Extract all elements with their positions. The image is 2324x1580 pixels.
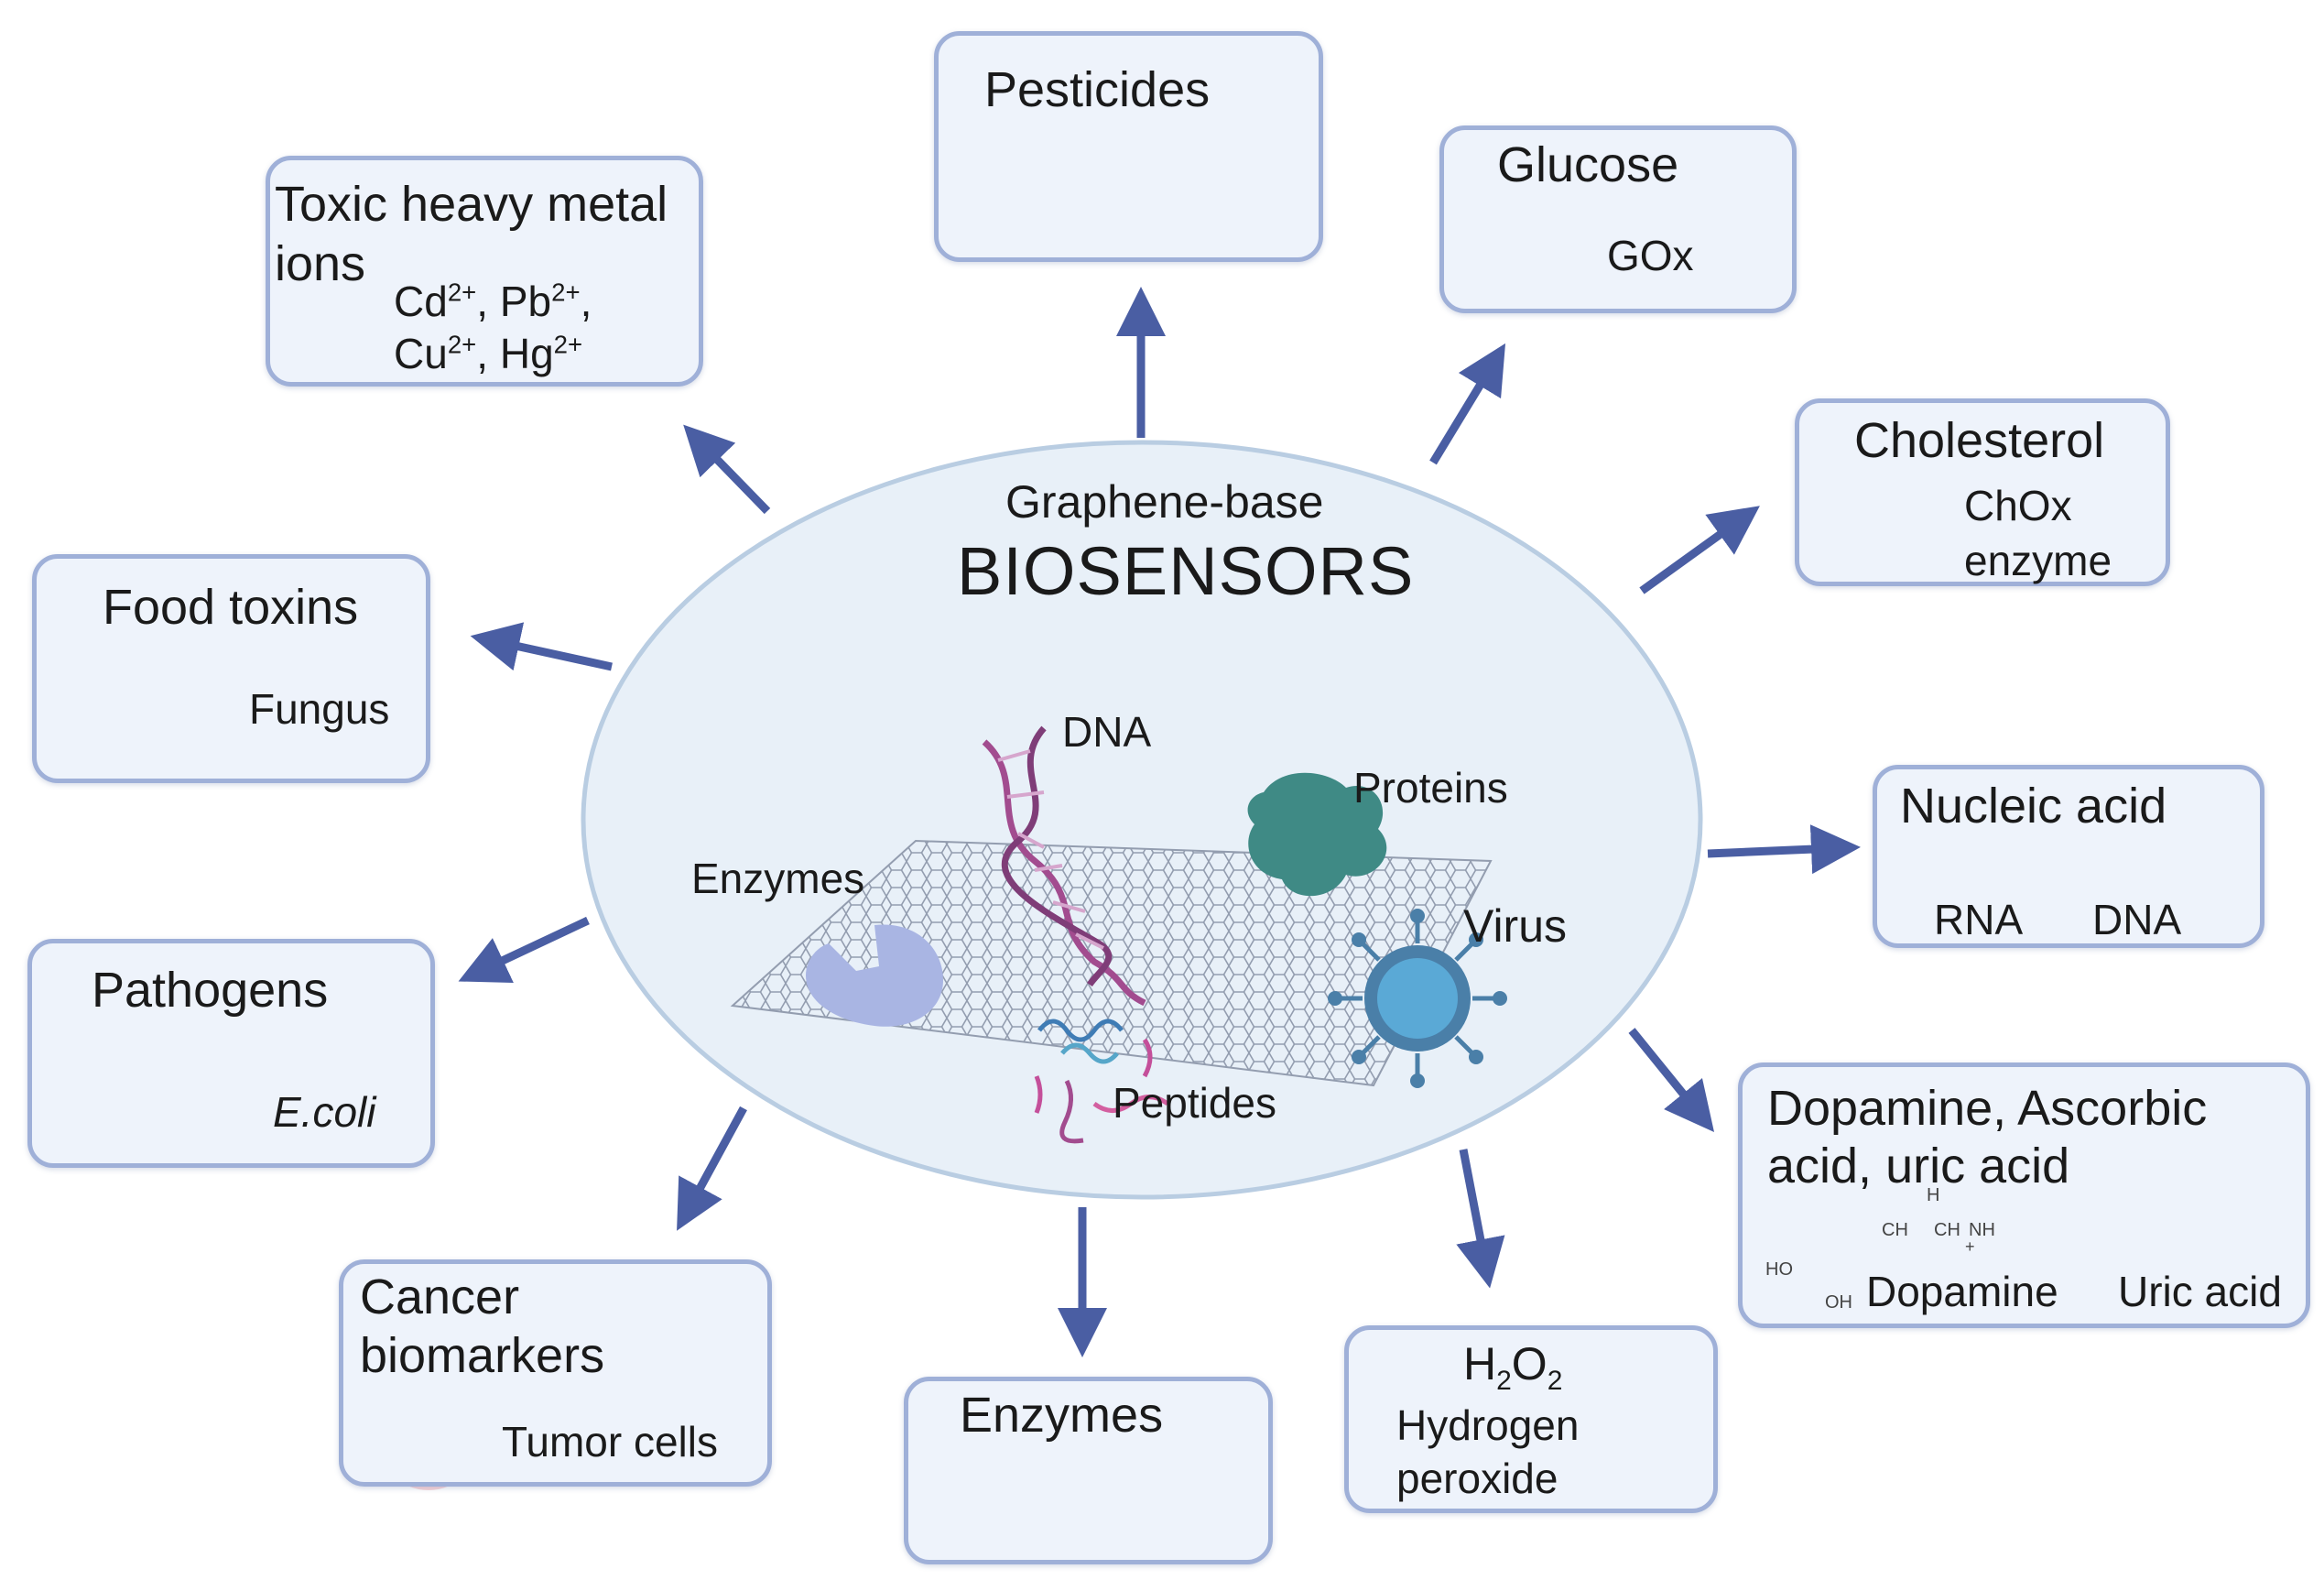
cholesterol-chox-label: ChOx [1964,482,2072,529]
dopamine-label: Dopamine [1866,1268,2058,1315]
cancer-title-2: biomarkers [360,1328,605,1383]
box-dopamine [1738,1062,2310,1328]
dna-helix-graphic [982,725,1146,1007]
arrow-dopamine [1628,1028,1715,1132]
h2o2-formula: H2O2 [1463,1338,1563,1396]
box-pesticides [934,31,1323,262]
arrow-nucleic-acid [1707,824,1861,875]
h2o2-line2: Hydrogen [1396,1401,1580,1449]
h2o2-line3: peroxide [1396,1455,1558,1502]
virus-graphic [1328,909,1507,1088]
pathogens-title: Pathogens [92,963,329,1018]
dopamine-oh-label: OH [1825,1292,1852,1313]
dopamine-chain-label-1: CH [1882,1220,1908,1240]
center-subtitle: Graphene-base [1005,476,1324,528]
cholesterol-title: Cholesterol [1854,413,2105,468]
arrow-cancer [677,1106,747,1231]
nucleic-acid-dna-label: DNA [2092,896,2182,943]
glucose-gox-label: GOx [1607,232,1694,279]
center-label-proteins: Proteins [1353,764,1508,812]
box-h2o2 [1344,1325,1718,1513]
food-toxins-fungus-label: Fungus [249,685,390,733]
cholesterol-enzyme-label: enzyme [1964,537,2112,584]
center-label-enzymes: Enzymes [691,855,865,902]
arrow-h2o2 [1456,1149,1505,1289]
pathogens-ecoli-label: E.coli [273,1088,376,1136]
box-heavy-metals [266,156,703,387]
center-label-virus: Virus [1463,900,1568,952]
cancer-title-1: Cancer [360,1269,520,1324]
dopamine-h-label: H [1927,1185,1940,1205]
box-cancer [339,1259,772,1487]
dopamine-nh-label: NH [1969,1220,1995,1240]
arrow-glucose [1429,343,1506,465]
center-title: BIOSENSORS [957,533,1415,609]
cancer-tumor-label: Tumor cells [502,1418,718,1466]
dopamine-plus-label: + [1965,1237,1975,1256]
box-enzymes [904,1377,1273,1564]
arrow-food-toxins [470,622,613,671]
dopamine-title-1: Dopamine, Ascorbic [1767,1081,2208,1136]
heavy-metals-ions-row2: Cu2+, Hg2+ [394,330,583,377]
uric-acid-label: Uric acid [2118,1268,2282,1315]
center-label-peptides: Peptides [1113,1079,1277,1127]
nucleic-acid-rna-label: RNA [1934,896,2024,943]
dopamine-chain-label-2: CH [1934,1220,1960,1240]
peptides-graphic [1034,1019,1169,1144]
box-cholesterol [1795,398,2170,586]
pesticides-title: Pesticides [984,62,1211,117]
box-pathogens [27,939,435,1168]
box-glucose [1439,125,1797,313]
glucose-title: Glucose [1497,137,1679,192]
protein-graphic [1247,772,1387,897]
graphene-sheet [730,839,1493,1087]
food-toxins-title: Food toxins [103,580,359,635]
dopamine-ho-label: HO [1765,1259,1793,1280]
center-label-dna: DNA [1062,708,1152,756]
arrow-heavy-metals [683,424,771,515]
arrow-pathogens [458,916,590,983]
center-enzyme-graphic [806,924,943,1027]
dopamine-title-2: acid, uric acid [1767,1139,2070,1193]
enzymes-title: Enzymes [960,1388,1164,1443]
box-food-toxins [32,554,430,783]
heavy-metals-ions-row1: Cd2+, Pb2+, [394,278,592,325]
heavy-metals-title-2: ions [275,236,366,291]
box-nucleic-acid [1873,765,2264,948]
arrow-cholesterol [1639,506,1760,594]
heavy-metals-title-1: Toxic heavy metal [275,177,668,232]
nucleic-acid-title: Nucleic acid [1900,779,2167,834]
